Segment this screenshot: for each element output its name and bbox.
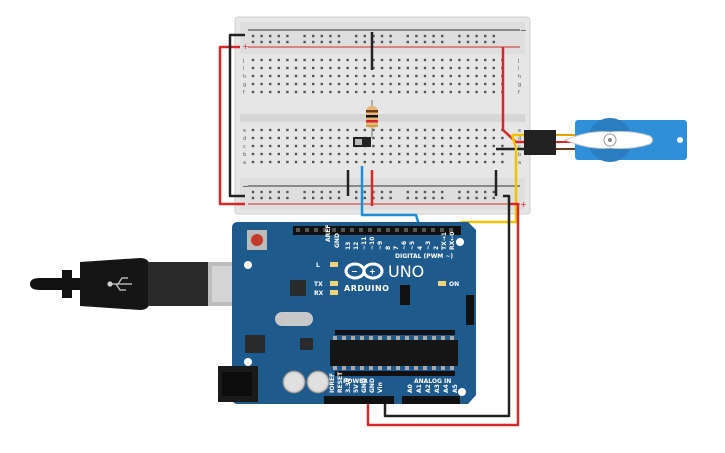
- digital-header-label: DIGITAL (PWM ~): [395, 253, 453, 260]
- wire-black-gnd: [383, 194, 511, 418]
- wire-black-rail-left: [228, 33, 245, 198]
- row-letter: h: [518, 74, 521, 80]
- analog-pin-label: A4: [443, 384, 450, 393]
- power-pin-label: RESET: [337, 371, 344, 393]
- rail-plus-top: +: [242, 42, 249, 51]
- power-pin-label: 5V: [353, 384, 360, 393]
- digital-pin-label: RX←0: [449, 232, 456, 250]
- led-on-label: ON: [449, 281, 459, 288]
- analog-pin-label: A3: [434, 384, 441, 393]
- slide-switch[interactable]: [353, 137, 371, 147]
- led-rx-label: RX: [314, 290, 324, 297]
- digital-pin-label: 13: [345, 242, 352, 250]
- svg-text:+: +: [369, 267, 376, 276]
- digital-pin-label: ~5: [409, 241, 416, 250]
- analog-pin-header[interactable]: [402, 396, 460, 404]
- row-letter: g: [518, 82, 521, 88]
- servo-connector: [524, 130, 556, 155]
- row-letter: e: [518, 128, 521, 134]
- rail-minus-bottom: −: [242, 182, 249, 191]
- power-pin-label: GND: [361, 378, 368, 393]
- crystal: [275, 312, 313, 326]
- row-letter: f: [243, 90, 245, 96]
- digital-pin-label: 12: [353, 242, 360, 250]
- row-letter: a: [518, 160, 521, 166]
- digital-pin-label: ~10: [369, 237, 376, 250]
- row-letter: j: [242, 58, 244, 64]
- digital-pin-label: TX→1: [441, 232, 448, 250]
- led-rx: [330, 290, 338, 295]
- row-letter: g: [243, 82, 246, 88]
- row-letter: h: [243, 74, 246, 80]
- row-letter: c: [243, 144, 246, 150]
- row-letter: b: [518, 152, 521, 158]
- row-letter: i: [243, 66, 244, 72]
- power-header-label: POWER: [343, 378, 368, 385]
- led-l: [330, 262, 338, 267]
- row-letter: f: [518, 90, 520, 96]
- wire-red-5v: [366, 202, 520, 427]
- wires: [218, 32, 524, 427]
- led-on: [438, 281, 446, 286]
- digital-pin-label: ~11: [361, 237, 368, 250]
- digital-pin-label: 7: [393, 246, 400, 250]
- rail-minus-top: −: [520, 26, 527, 35]
- led-l-label: L: [316, 262, 320, 269]
- led-tx-label: TX: [314, 281, 323, 288]
- power-pin-label: Vin: [377, 382, 384, 393]
- board-brand: ARDUINO: [344, 284, 389, 293]
- analog-pin-label: A1: [416, 384, 423, 393]
- reset-button-icon[interactable]: [247, 230, 267, 250]
- row-letter: d: [518, 136, 521, 142]
- infinity-logo-icon: [344, 262, 384, 280]
- power-pin-label: 3.3V: [345, 377, 352, 393]
- row-letter: e: [243, 128, 246, 134]
- gnd-label: GND: [334, 233, 341, 248]
- usb-chip: [290, 280, 306, 296]
- led-tx: [330, 281, 338, 286]
- atmega-chip: [330, 340, 458, 366]
- row-letter: a: [243, 160, 246, 166]
- digital-pin-label: 4: [417, 246, 424, 250]
- aref-label: AREF: [325, 225, 332, 242]
- power-pin-label: GND: [369, 378, 376, 393]
- icsp-header: [466, 295, 474, 325]
- digital-pin-label: ~6: [401, 241, 408, 250]
- row-letter: b: [243, 152, 246, 158]
- board-model: UNO: [388, 262, 424, 281]
- digital-pin-label: ~9: [377, 241, 384, 250]
- power-pin-label: IOREF: [329, 373, 336, 393]
- row-letter: c: [518, 144, 521, 150]
- digital-pin-label: ~3: [425, 241, 432, 250]
- digital-pin-label: 2: [433, 246, 440, 250]
- usb-plug-icon: [107, 277, 132, 291]
- voltage-regulator: [245, 335, 265, 353]
- row-letter: i: [518, 66, 519, 72]
- digital-pin-header[interactable]: [293, 226, 461, 235]
- servo-motor: [524, 118, 687, 162]
- digital-pin-label: 8: [385, 246, 392, 250]
- power-pin-header[interactable]: [324, 396, 394, 404]
- analog-pin-label: A5: [452, 384, 459, 393]
- rail-plus-bottom: +: [520, 200, 527, 209]
- svg-text:−: −: [351, 267, 358, 276]
- analog-pin-label: A0: [407, 384, 414, 393]
- analog-pin-label: A2: [425, 384, 432, 393]
- row-letter: j: [517, 58, 519, 64]
- row-letter: d: [243, 136, 246, 142]
- analog-header-label: ANALOG IN: [414, 378, 451, 385]
- resistor: [366, 100, 378, 138]
- wire-blue-signal: [360, 166, 422, 229]
